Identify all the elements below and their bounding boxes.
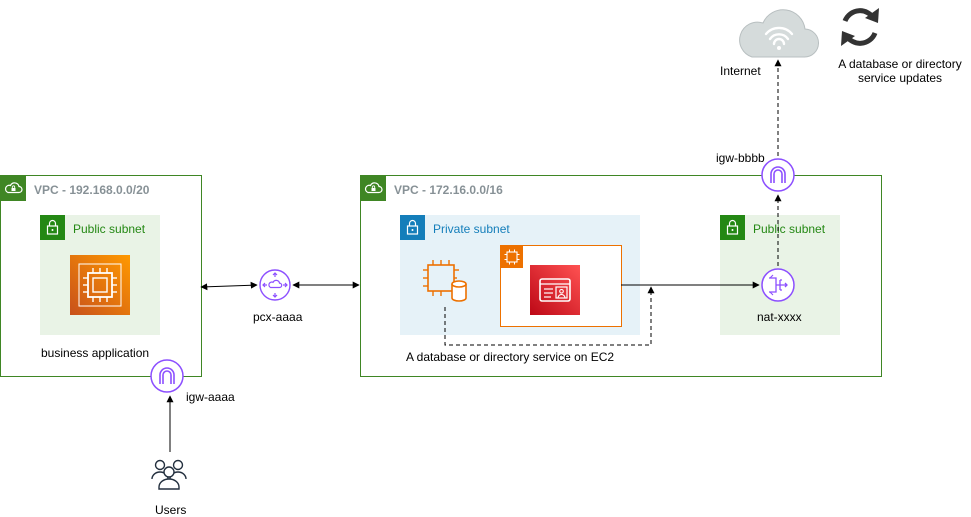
internet-label: Internet [720,64,761,78]
peering-label: pcx-aaaa [253,310,303,324]
ec2-service-label: A database or directory service on EC2 [406,350,615,364]
cloud-vpc-icon [361,176,386,201]
lock-icon [400,215,425,240]
updates-label-line1: A database or directory [838,57,962,71]
internet-gateway-icon [150,359,184,393]
nat-label: nat-xxxx [757,310,802,324]
updates-label-line2: service updates [857,71,943,85]
igw-left-label: igw-aaaa [186,390,235,404]
vpc-left: VPC - 192.168.0.0/20 [0,175,202,377]
users-icon [151,459,187,490]
subnet-right-public-title: Public subnet [753,222,826,236]
connector-vpc-left-peering [200,281,258,291]
internet-gateway-icon [761,158,795,192]
vpc-right-title: VPC - 172.16.0.0/16 [394,183,503,197]
updates-label: A database or directory service updates [830,57,970,85]
nat-gateway-icon [761,268,795,302]
subnet-private-title: Private subnet [433,222,510,236]
ec2-group-icon [501,246,523,268]
peering-icon [259,269,291,301]
internet-cloud-icon [739,9,819,58]
directory-service-icon [530,265,580,315]
users-label: Users [155,503,187,517]
subnet-left-public-title: Public subnet [73,222,146,236]
ec2-db-icon [423,260,467,302]
connector-db-dashed [444,286,655,346]
refresh-icon [841,8,879,46]
business-application-label: business application [41,346,150,360]
ec2-instance-icon [70,255,130,315]
vpc-left-title: VPC - 192.168.0.0/20 [34,183,150,197]
lock-icon [40,215,65,240]
cloud-vpc-icon [1,176,26,201]
lock-icon [720,215,745,240]
igw-right-label: igw-bbbb [716,151,765,165]
